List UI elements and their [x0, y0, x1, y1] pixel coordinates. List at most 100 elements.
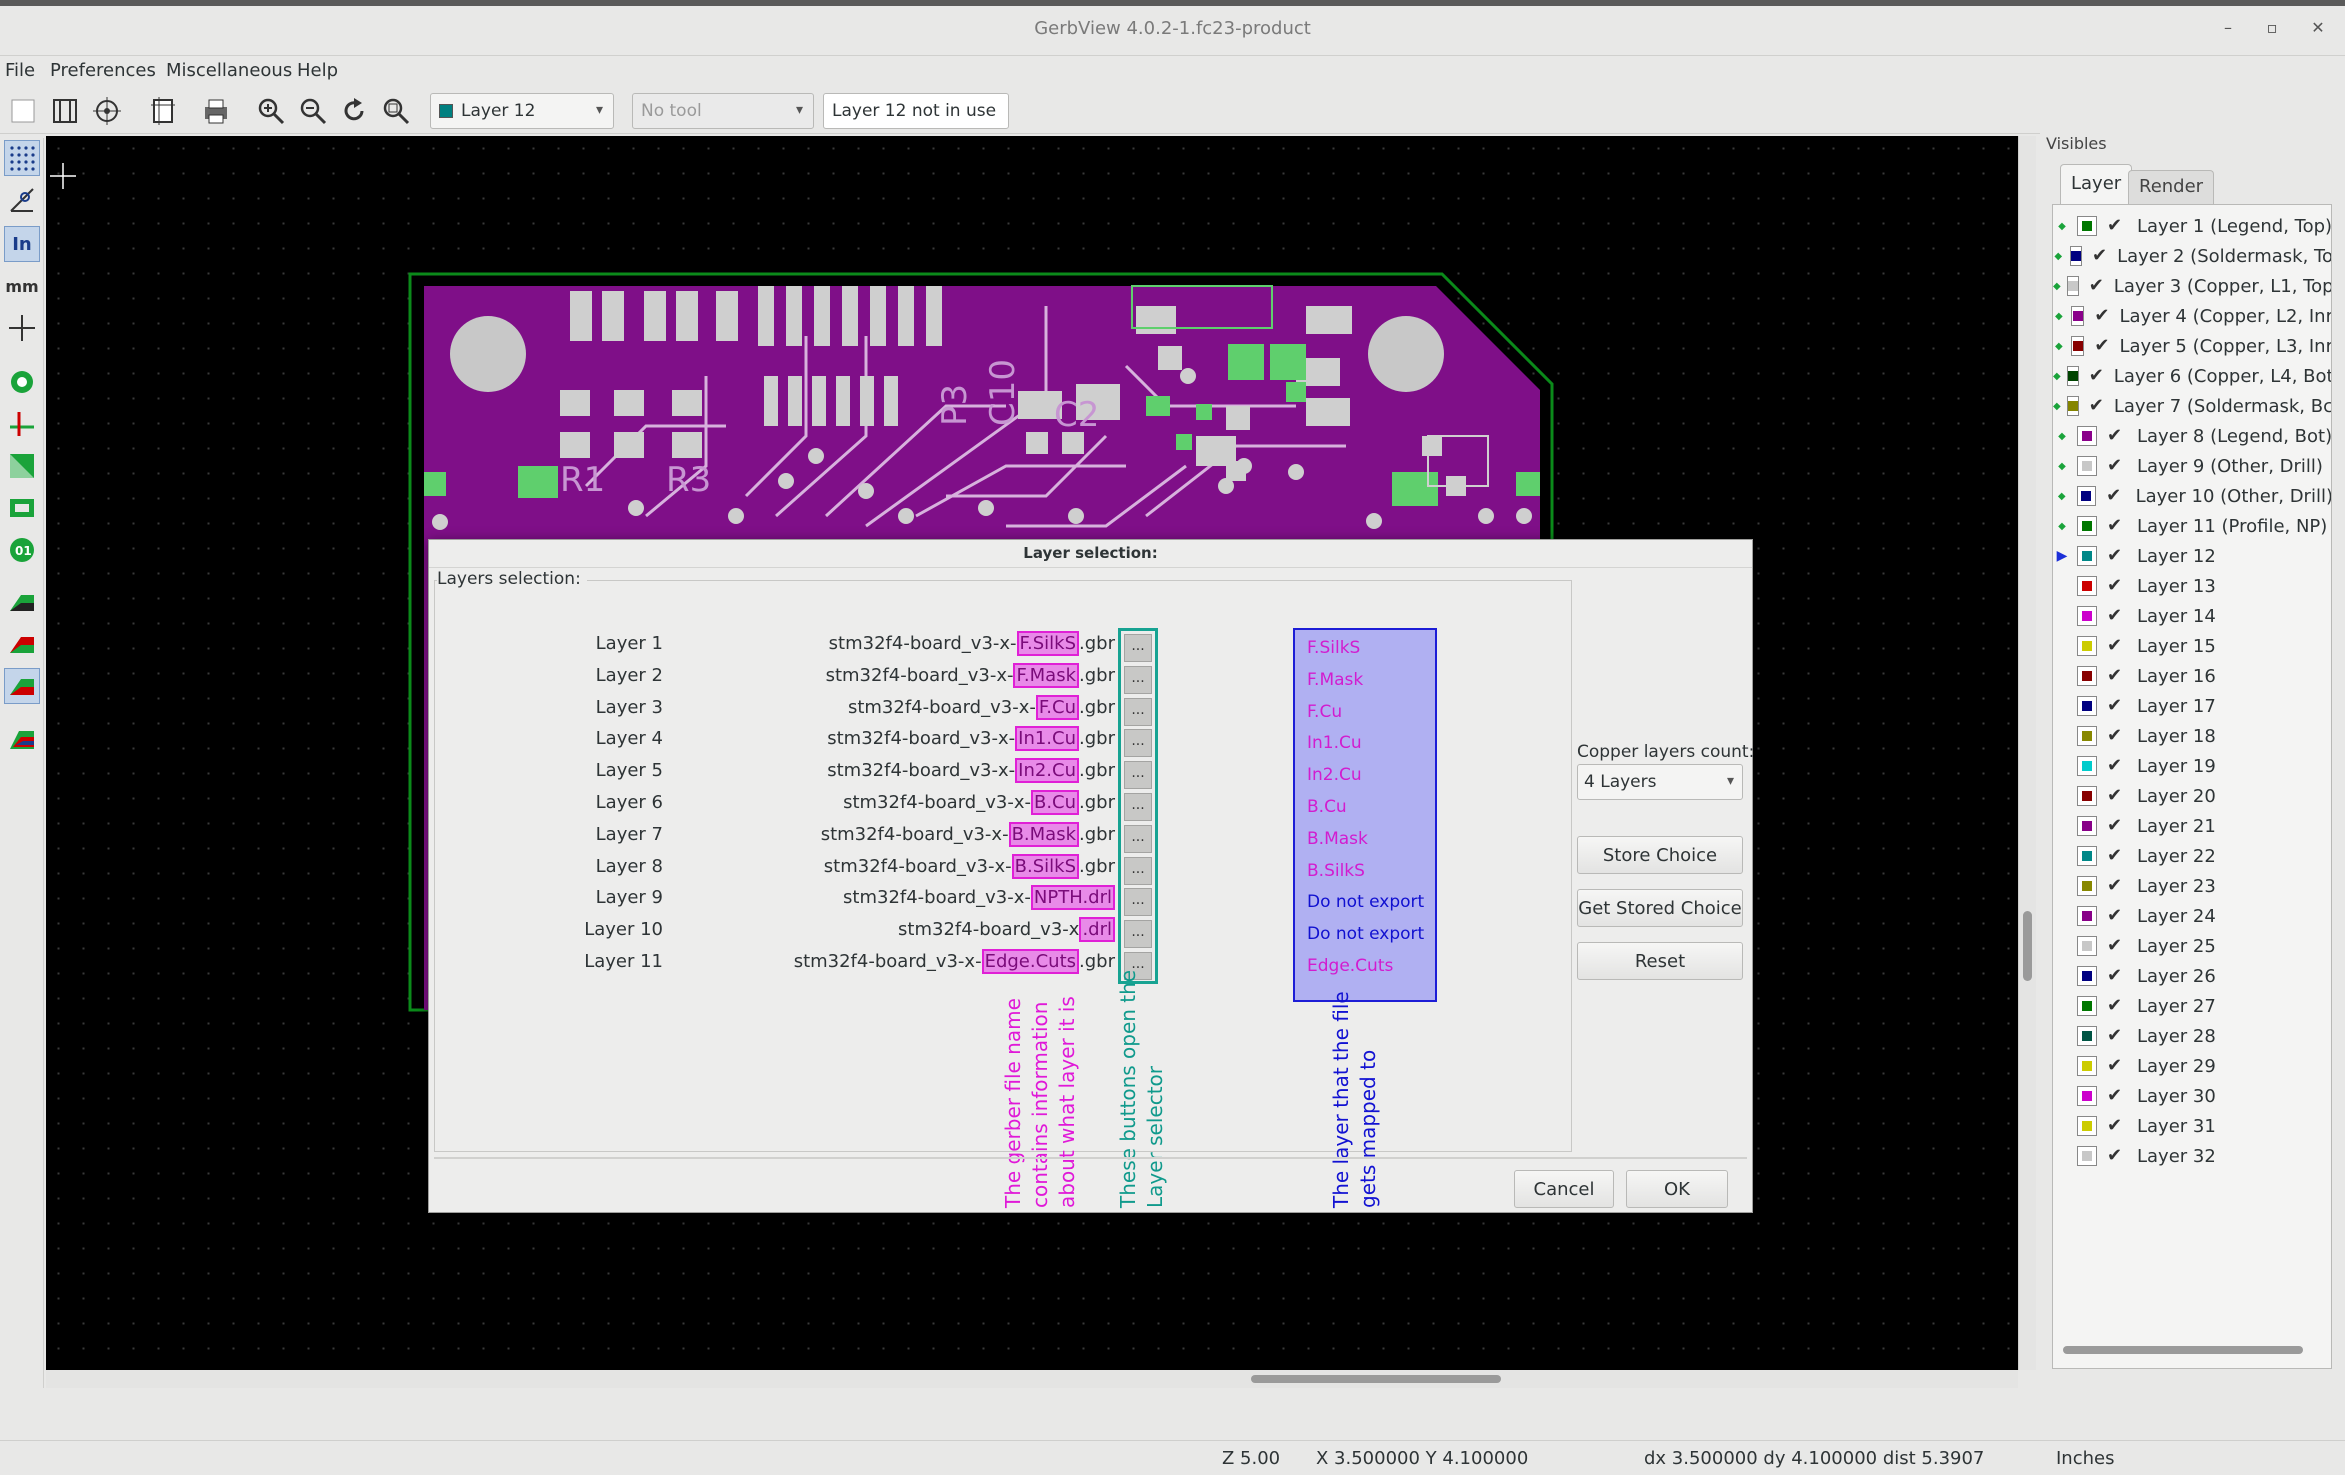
menu-help[interactable]: Help — [297, 60, 339, 81]
layer-color-button[interactable] — [2077, 546, 2097, 566]
layer-row[interactable]: ◆✔Layer 8 (Legend, Bot) — [2053, 421, 2331, 451]
layer-selector-button[interactable]: ... — [1124, 888, 1152, 917]
layer-visible-checkbox[interactable]: ✔ — [2107, 695, 2123, 716]
flashed-items-icon[interactable] — [4, 364, 40, 400]
polar-coords-icon[interactable] — [4, 182, 40, 218]
layer-color-button[interactable] — [2077, 636, 2097, 656]
layer-color-button[interactable] — [2077, 996, 2097, 1016]
layers-fill-icon[interactable] — [4, 668, 40, 704]
layer-row[interactable]: ◆✔Layer 10 (Other, Drill) — [2053, 481, 2331, 511]
layers-diff-icon[interactable] — [4, 584, 40, 620]
layer-visible-checkbox[interactable]: ✔ — [2092, 245, 2108, 266]
layer-row[interactable]: ✔Layer 19 — [2053, 751, 2331, 781]
layer-visible-checkbox[interactable]: ✔ — [2107, 755, 2123, 776]
layer-color-button[interactable] — [2069, 246, 2082, 266]
layer-color-button[interactable] — [2077, 786, 2097, 806]
layer-color-button[interactable] — [2077, 216, 2097, 236]
scroll-thumb[interactable] — [2023, 911, 2032, 981]
menu-file[interactable]: File — [5, 60, 36, 81]
layer-visible-checkbox[interactable]: ✔ — [2107, 605, 2123, 626]
zoom-out-icon[interactable] — [296, 94, 330, 128]
layer-color-button[interactable] — [2077, 936, 2097, 956]
layer-row[interactable]: ✔Layer 14 — [2053, 601, 2331, 631]
layer-selector-button[interactable]: ... — [1124, 697, 1152, 726]
layer-visible-checkbox[interactable]: ✔ — [2107, 965, 2123, 986]
layer-color-button[interactable] — [2077, 1056, 2097, 1076]
layer-visible-checkbox[interactable]: ✔ — [2088, 395, 2104, 416]
layer-color-button[interactable] — [2077, 1116, 2097, 1136]
layer-visible-checkbox[interactable]: ✔ — [2106, 485, 2122, 506]
copper-layers-select[interactable]: 4 Layers ▾ — [1577, 764, 1743, 800]
layer-color-button[interactable] — [2077, 876, 2097, 896]
canvas-vertical-scrollbar[interactable] — [2018, 136, 2036, 1370]
layer-visible-checkbox[interactable]: ✔ — [2107, 515, 2123, 536]
tab-layer[interactable]: Layer — [2060, 164, 2133, 204]
layer-list-scrollbar[interactable] — [2063, 1346, 2303, 1354]
get-stored-choice-button[interactable]: Get Stored Choice — [1577, 889, 1743, 927]
layer-color-button[interactable] — [2077, 966, 2097, 986]
layer-row[interactable]: ◆✔Layer 4 (Copper, L2, Inr — [2053, 301, 2331, 331]
layer-color-button[interactable] — [2066, 276, 2079, 296]
layer-visible-checkbox[interactable]: ✔ — [2107, 635, 2123, 656]
layer-visible-checkbox[interactable]: ✔ — [2088, 275, 2104, 296]
menu-preferences[interactable]: Preferences — [50, 60, 156, 81]
layer-visible-checkbox[interactable]: ✔ — [2107, 215, 2123, 236]
layer-row[interactable]: ◆✔Layer 1 (Legend, Top) — [2053, 211, 2331, 241]
layer-color-button[interactable] — [2077, 726, 2097, 746]
zoom-in-icon[interactable] — [254, 94, 288, 128]
layer-visible-checkbox[interactable]: ✔ — [2107, 425, 2123, 446]
layer-row[interactable]: ▶✔Layer 12 — [2053, 541, 2331, 571]
layer-row[interactable]: ✔Layer 32 — [2053, 1141, 2331, 1171]
layer-row[interactable]: ◆✔Layer 3 (Copper, L1, Top — [2053, 271, 2331, 301]
layer-color-button[interactable] — [2077, 906, 2097, 926]
reset-button[interactable]: Reset — [1577, 942, 1743, 980]
layer-color-button[interactable] — [2077, 516, 2097, 536]
film-icon[interactable] — [48, 94, 82, 128]
grid-icon[interactable] — [4, 140, 40, 176]
layer-selector-button[interactable]: ... — [1124, 665, 1152, 694]
layer-color-button[interactable] — [2077, 816, 2097, 836]
layer-selector-button[interactable]: ... — [1124, 824, 1152, 853]
layer-visible-checkbox[interactable]: ✔ — [2107, 545, 2123, 566]
layer-visible-checkbox[interactable]: ✔ — [2107, 995, 2123, 1016]
new-icon[interactable] — [6, 94, 40, 128]
canvas-horizontal-scrollbar[interactable] — [46, 1370, 2018, 1388]
layer-color-button[interactable] — [2077, 426, 2097, 446]
layer-row[interactable]: ✔Layer 29 — [2053, 1051, 2331, 1081]
layer-color-button[interactable] — [2077, 756, 2097, 776]
tab-render[interactable]: Render — [2128, 170, 2215, 204]
layer-color-button[interactable] — [2077, 1146, 2097, 1166]
layer-select[interactable]: Layer 12▾ — [430, 93, 614, 129]
layer-visible-checkbox[interactable]: ✔ — [2107, 1055, 2123, 1076]
ok-button[interactable]: OK — [1626, 1170, 1728, 1208]
layer-selector-button[interactable]: ... — [1124, 634, 1152, 662]
layer-visible-checkbox[interactable]: ✔ — [2107, 845, 2123, 866]
layer-row[interactable]: ◆✔Layer 7 (Soldermask, Bc — [2053, 391, 2331, 421]
layer-row[interactable]: ◆✔Layer 6 (Copper, L4, Bot — [2053, 361, 2331, 391]
layer-row[interactable]: ✔Layer 25 — [2053, 931, 2331, 961]
minimize-button[interactable]: – — [2224, 18, 2232, 37]
polygon-sketch-icon[interactable] — [4, 448, 40, 484]
layer-row[interactable]: ◆✔Layer 2 (Soldermask, To — [2053, 241, 2331, 271]
negative-objects-icon[interactable] — [4, 490, 40, 526]
layer-visible-checkbox[interactable]: ✔ — [2107, 875, 2123, 896]
layer-row[interactable]: ✔Layer 24 — [2053, 901, 2331, 931]
layer-visible-checkbox[interactable]: ✔ — [2107, 1025, 2123, 1046]
layer-row[interactable]: ◆✔Layer 11 (Profile, NP) — [2053, 511, 2331, 541]
inch-units-icon[interactable]: In — [4, 226, 40, 262]
layer-row[interactable]: ✔Layer 20 — [2053, 781, 2331, 811]
dcodes-icon[interactable]: 01 — [4, 532, 40, 568]
layer-color-button[interactable] — [2077, 666, 2097, 686]
layer-color-button[interactable] — [2077, 456, 2097, 476]
layer-row[interactable]: ✔Layer 28 — [2053, 1021, 2331, 1051]
layer-color-button[interactable] — [2077, 696, 2097, 716]
layer-selector-button[interactable]: ... — [1124, 793, 1152, 821]
layer-color-button[interactable] — [2070, 336, 2085, 356]
layer-selector-button[interactable]: ... — [1124, 920, 1152, 949]
layer-row[interactable]: ✔Layer 22 — [2053, 841, 2331, 871]
layer-visible-checkbox[interactable]: ✔ — [2107, 1115, 2123, 1136]
lines-sketch-icon[interactable] — [4, 406, 40, 442]
layer-visible-checkbox[interactable]: ✔ — [2107, 785, 2123, 806]
layer-color-button[interactable] — [2077, 1026, 2097, 1046]
layer-color-button[interactable] — [2066, 366, 2079, 386]
